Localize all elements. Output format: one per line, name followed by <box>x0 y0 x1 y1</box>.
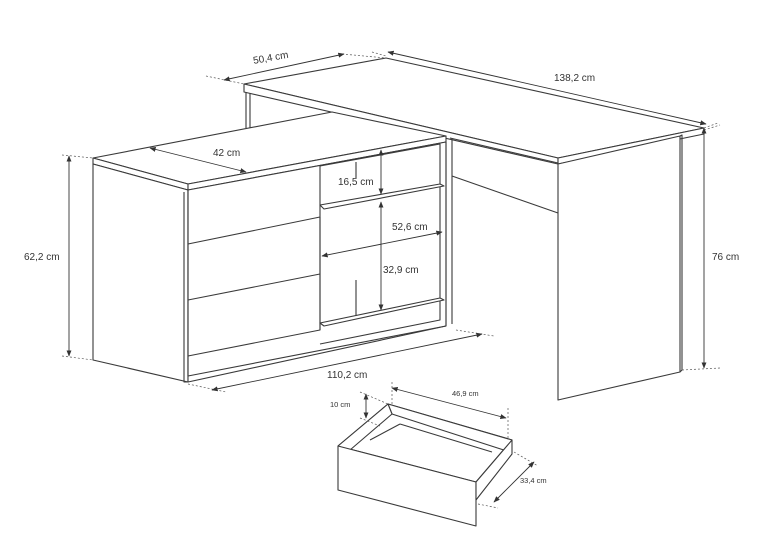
shelf-lower <box>319 297 445 327</box>
label-drawer-height: 10 cm <box>330 400 350 409</box>
label-shelf-gap: 16,5 cm <box>338 177 374 188</box>
label-top-length: 138,2 cm <box>554 73 595 84</box>
desk-leg-panel <box>557 135 681 401</box>
label-drawer-depth: 33,4 cm <box>520 476 547 485</box>
label-desk-height: 76 cm <box>712 252 739 263</box>
label-shelf-width: 52,6 cm <box>392 222 428 233</box>
label-drawer-width: 46,9 cm <box>452 389 479 398</box>
label-cabinet-height: 62,2 cm <box>24 252 60 263</box>
shelf-upper <box>319 183 445 210</box>
drawer-front-panel <box>337 445 477 527</box>
label-top-depth: 50,4 cm <box>252 50 289 67</box>
label-cabinet-depth: 42 cm <box>213 148 240 159</box>
label-cabinet-length: 110,2 cm <box>327 370 367 381</box>
dimension-labels: 50,4 cm 138,2 cm 42 cm 16,5 cm 52,6 cm 3… <box>24 50 739 485</box>
cabinet-side-panel <box>92 163 189 383</box>
dimension-lines <box>61 50 721 393</box>
label-lower-shelf-gap: 32,9 cm <box>383 265 419 276</box>
drawer-detail-drawing <box>337 382 539 527</box>
